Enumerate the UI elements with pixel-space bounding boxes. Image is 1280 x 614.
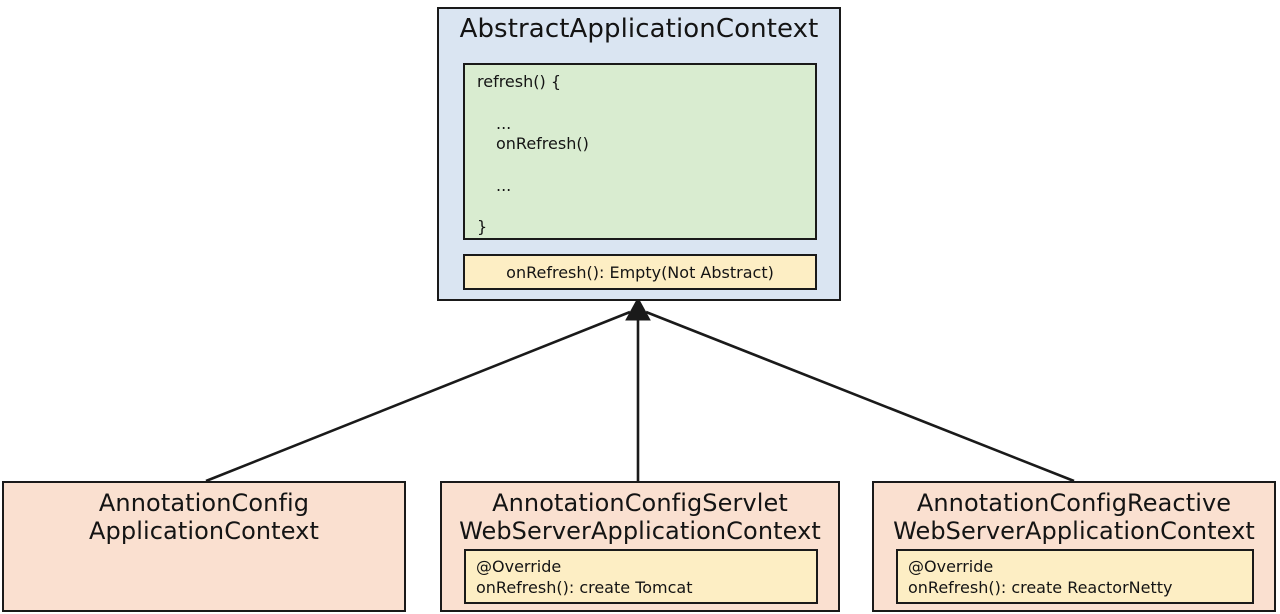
code-line-close: } (477, 217, 488, 236)
method-label-on-refresh-reactor-netty: @Override onRefresh(): create ReactorNet… (908, 557, 1173, 597)
inheritance-line-right (645, 310, 1075, 483)
code-spacer-2 (477, 155, 803, 176)
class-box-abstract-application-context[interactable]: AbstractApplicationContext refresh() { .… (437, 7, 841, 301)
class-box-annotation-config-reactive-web-server-application-context[interactable]: AnnotationConfigReactive WebServerApplic… (872, 481, 1276, 612)
code-line-on-refresh: onRefresh() (496, 134, 589, 153)
class-box-annotation-config-application-context[interactable]: AnnotationConfig ApplicationContext (2, 481, 406, 612)
method-box-on-refresh-reactor-netty[interactable]: @Override onRefresh(): create ReactorNet… (896, 549, 1254, 604)
method-label-on-refresh-tomcat: @Override onRefresh(): create Tomcat (476, 557, 693, 597)
code-line-open: refresh() { (477, 72, 561, 91)
class-title-annotation-config-servlet-web-server-application-context: AnnotationConfigServlet WebServerApplica… (459, 489, 821, 545)
method-box-on-refresh-parent[interactable]: onRefresh(): Empty(Not Abstract) (463, 254, 817, 290)
class-title-abstract-application-context: AbstractApplicationContext (459, 14, 819, 44)
code-spacer-3 (477, 196, 803, 217)
method-box-on-refresh-tomcat[interactable]: @Override onRefresh(): create Tomcat (464, 549, 818, 604)
method-label-on-refresh-parent: onRefresh(): Empty(Not Abstract) (506, 263, 774, 282)
code-line-ellipsis-2: ... (496, 175, 512, 195)
class-title-annotation-config-reactive-web-server-application-context: AnnotationConfigReactive WebServerApplic… (893, 489, 1255, 545)
class-title-annotation-config-application-context: AnnotationConfig ApplicationContext (89, 489, 319, 545)
code-line-ellipsis-1: ... (496, 113, 512, 133)
code-spacer-1 (477, 93, 803, 114)
inheritance-line-left (205, 310, 631, 483)
inheritance-arrowhead (625, 296, 651, 321)
class-box-annotation-config-servlet-web-server-application-context[interactable]: AnnotationConfigServlet WebServerApplica… (440, 481, 840, 612)
code-block-refresh: refresh() { ... onRefresh() ... } (463, 63, 817, 240)
